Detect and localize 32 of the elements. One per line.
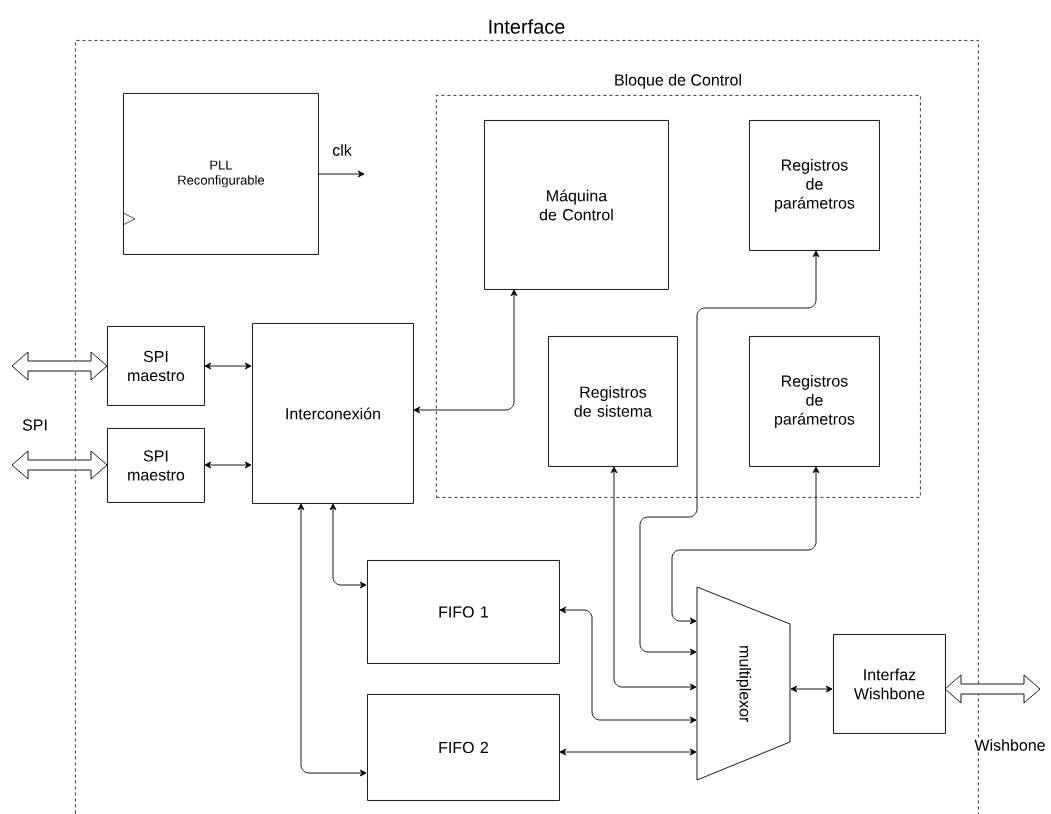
block-box: Máquina de Control [484,120,669,290]
block-box: Interfaz Wishbone [833,634,946,734]
block-box: Interconexión [252,323,414,504]
arrow [790,685,833,693]
block-box: FIFO 2 [367,694,560,801]
arrow [610,466,697,691]
arrow [559,606,697,724]
block-box: SPI maestro [107,326,205,406]
arrow [204,461,252,469]
double-arrow [11,450,108,480]
signal-label: SPI [22,419,47,431]
frame-title: Bloque de Control [615,73,741,89]
double-arrow [944,674,1041,704]
block-box: Registros de parámetros [749,120,880,251]
block-box: FIFO 1 [367,560,560,664]
block-box: Registros de parámetros [749,336,880,467]
edge-label: clk [332,144,352,156]
double-arrow [11,351,108,381]
arrow [204,362,252,370]
arrow [559,748,697,756]
block-box: PLL Reconfigurable [122,93,319,255]
arrow [317,170,365,178]
arrow [639,250,820,656]
arrow [671,466,820,625]
frame-title: Interface [489,19,565,34]
multiplexer-trapezoid: multiplexor [696,586,791,781]
arrow [329,503,367,589]
block-box: Registros de sistema [548,336,678,467]
block-box: SPI maestro [107,428,205,503]
arrow [297,503,367,777]
arrow [413,289,518,414]
edge-label: Wishbone [974,739,1045,751]
